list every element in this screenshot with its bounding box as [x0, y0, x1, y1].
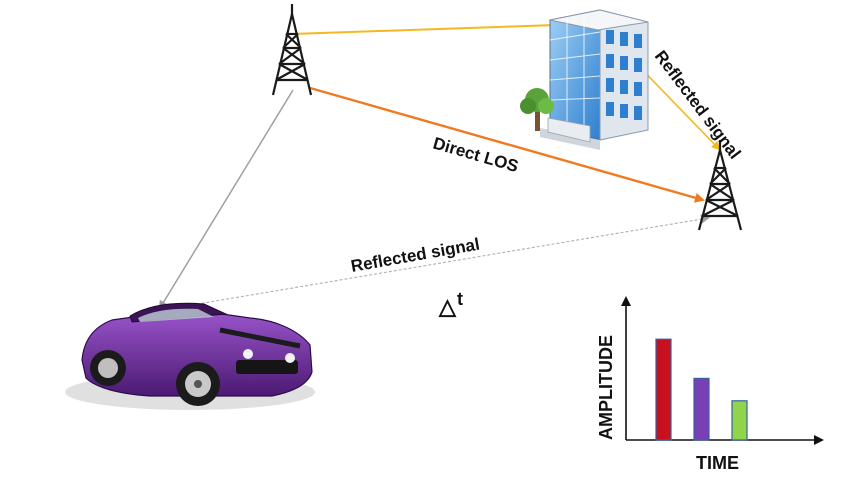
car-to-receiver-arrow — [161, 214, 710, 311]
purple-car-icon — [65, 302, 315, 410]
receiver-tower-icon — [697, 140, 743, 231]
amplitude-bar-2 — [693, 377, 710, 441]
delta-t-label: t — [457, 289, 463, 309]
amplitude-time-chart: AMPLITUDE TIME — [596, 296, 824, 473]
x-axis-label: TIME — [696, 453, 739, 473]
amplitude-bar-3 — [731, 400, 748, 441]
reflected-signal-car-label: Reflected signal — [349, 235, 481, 276]
direct-los-arrow — [309, 86, 705, 203]
amplitude-bar-1 — [655, 338, 672, 441]
transmitter-tower-icon — [271, 4, 313, 96]
tower-to-building-line — [291, 24, 557, 35]
direct-los-label: Direct LOS — [431, 134, 521, 176]
reflected-signal-building-label: Reflected signal — [651, 47, 745, 163]
y-axis-label: AMPLITUDE — [596, 335, 616, 440]
office-building-icon — [520, 9, 649, 150]
delta-symbol: △ — [438, 294, 457, 319]
tower-to-car-arrow — [158, 89, 294, 310]
